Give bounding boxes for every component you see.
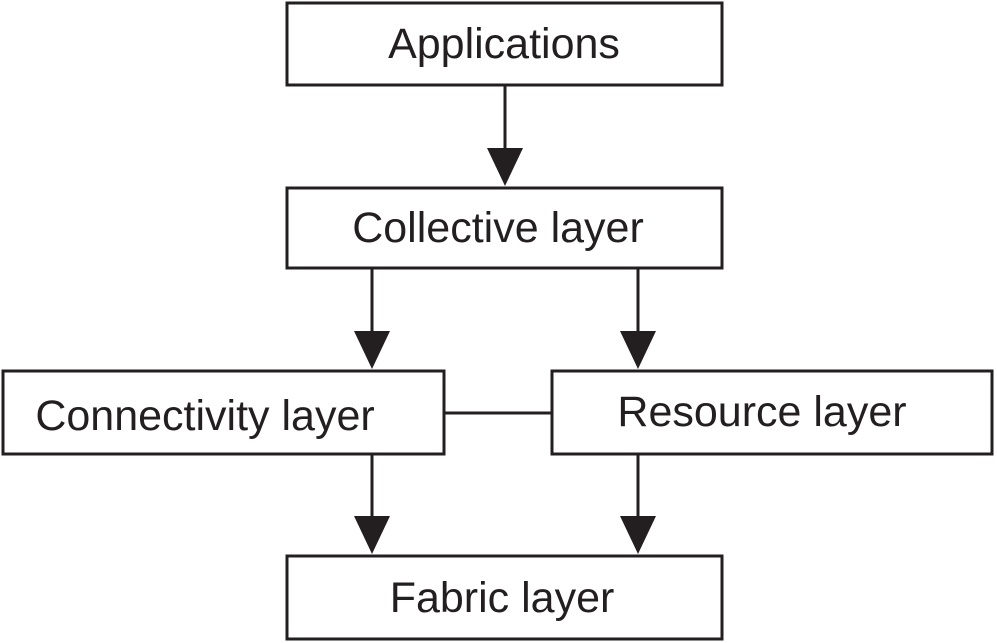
arrowhead-resource-from-collective xyxy=(620,331,656,369)
node-fabric-layer-box xyxy=(285,554,724,641)
node-connectivity-layer-label: Connectivity layer xyxy=(35,392,374,440)
node-resource-layer: Resource layer xyxy=(550,369,994,456)
arrowhead-fabric-from-resource xyxy=(620,516,656,554)
node-fabric-layer: Fabric layer xyxy=(285,554,724,641)
node-connectivity-layer: Connectivity layer xyxy=(1,369,446,456)
arrowhead-fabric-from-connectivity xyxy=(354,516,390,554)
node-resource-layer-label: Resource layer xyxy=(617,388,906,436)
node-collective-layer-box xyxy=(285,186,724,270)
node-applications: Applications xyxy=(285,1,724,87)
node-resource-layer-box xyxy=(550,369,994,456)
arrowhead-connectivity-from-collective xyxy=(354,331,390,369)
node-applications-box xyxy=(285,1,724,87)
node-collective-layer-label: Collective layer xyxy=(352,204,644,252)
node-fabric-layer-label: Fabric layer xyxy=(390,574,615,622)
node-applications-label: Applications xyxy=(388,20,620,68)
node-collective-layer: Collective layer xyxy=(285,186,724,270)
diagram-edges xyxy=(354,85,656,554)
arrowhead-collective-from-applications xyxy=(487,148,523,186)
node-connectivity-layer-box xyxy=(1,369,446,456)
